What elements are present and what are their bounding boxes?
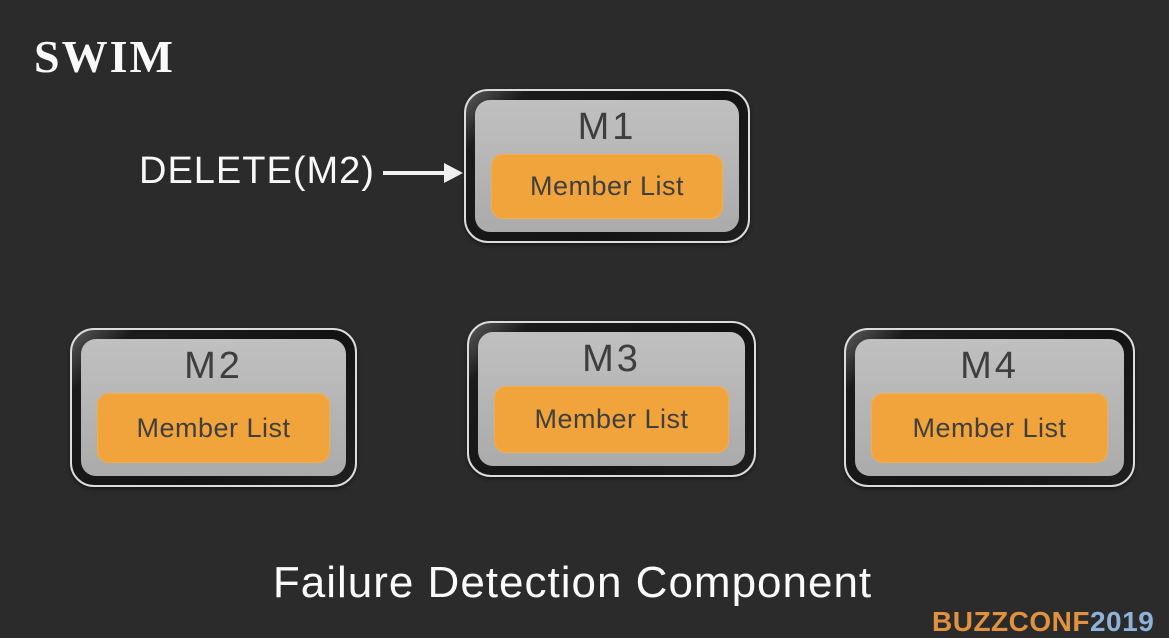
member-node-m1: M1 Member List: [464, 89, 750, 243]
watermark-prefix: BUZZCONF: [932, 606, 1090, 637]
buzzconf-watermark: BUZZCONF2019: [932, 606, 1154, 638]
node-title: M2: [184, 345, 243, 387]
node-body: M3 Member List: [478, 332, 745, 466]
member-list-box: Member List: [491, 154, 723, 219]
watermark-suffix: 2019: [1089, 606, 1155, 637]
member-list-box: Member List: [494, 386, 729, 453]
slide-title: SWIM: [34, 31, 175, 82]
node-body: M1 Member List: [475, 100, 739, 232]
member-node-m4: M4 Member List: [844, 328, 1135, 487]
node-body: M4 Member List: [855, 339, 1124, 476]
member-node-m3: M3 Member List: [467, 321, 756, 477]
member-list-box: Member List: [871, 393, 1108, 463]
right-arrow-icon: [383, 163, 463, 183]
member-list-box: Member List: [97, 393, 330, 463]
member-node-m2: M2 Member List: [70, 328, 357, 487]
node-title: M3: [582, 338, 641, 380]
node-title: M1: [577, 106, 637, 148]
node-body: M2 Member List: [81, 339, 346, 476]
node-title: M4: [960, 345, 1019, 387]
slide-caption: Failure Detection Component: [272, 558, 873, 607]
delete-m2-label: DELETE(M2): [139, 150, 375, 192]
